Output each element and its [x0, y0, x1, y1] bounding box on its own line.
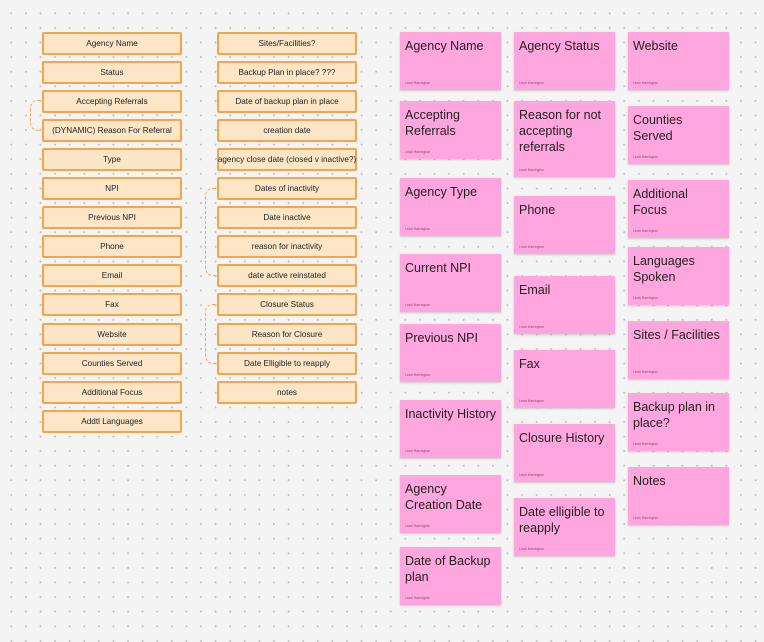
field-box[interactable]: (DYNAMIC) Reason For Referral [42, 119, 182, 142]
sticky-author: Leah Harrington [633, 516, 659, 520]
field-box[interactable]: Additional Focus [42, 381, 182, 404]
sticky-title: Additional Focus [633, 187, 688, 217]
sticky-title: Sites / Facilities [633, 328, 720, 342]
field-box[interactable]: NPI [42, 177, 182, 200]
field-box[interactable]: Date inactive [217, 206, 357, 229]
sticky-title: Counties Served [633, 113, 683, 143]
dashed-bracket [205, 304, 215, 364]
sticky-title: Agency Name [405, 39, 484, 53]
sticky-title: Previous NPI [405, 331, 478, 345]
sticky-author: Leah Harrington [519, 245, 545, 249]
sticky-note[interactable]: Current NPI Leah Harrington [400, 254, 501, 312]
sticky-note[interactable]: Agency Name Leah Harrington [400, 32, 501, 90]
sticky-note[interactable]: Agency Status Leah Harrington [514, 32, 615, 90]
sticky-author: Leah Harrington [633, 442, 659, 446]
sticky-note[interactable]: Agency Type Leah Harrington [400, 178, 501, 236]
field-box[interactable]: Agency Name [42, 32, 182, 55]
sticky-note[interactable]: Phone Leah Harrington [514, 196, 615, 254]
field-box[interactable]: date active reinstated [217, 264, 357, 287]
sticky-title: Email [519, 283, 551, 297]
sticky-title: Notes [633, 474, 666, 488]
sticky-note[interactable]: Website Leah Harrington [628, 32, 729, 90]
sticky-author: Leah Harrington [519, 168, 545, 172]
sticky-author: Leah Harrington [633, 370, 659, 374]
sticky-note[interactable]: Fax Leah Harrington [514, 350, 615, 408]
sticky-title: Backup plan in place? [633, 400, 716, 430]
sticky-title: Agency Status [519, 39, 600, 53]
sticky-title: Inactivity History [405, 407, 496, 421]
sticky-title: Agency Type [405, 185, 478, 199]
field-box[interactable]: creation date [217, 119, 357, 142]
field-box[interactable]: notes [217, 381, 357, 404]
sticky-note[interactable]: Reason for not accepting referrals Leah … [514, 101, 615, 177]
sticky-author: Leah Harrington [519, 399, 545, 403]
field-box[interactable]: Backup Plan in place? ??? [217, 61, 357, 84]
sticky-author: Leah Harrington [519, 473, 545, 477]
sticky-author: Leah Harrington [405, 227, 431, 231]
dashed-bracket [205, 188, 215, 276]
sticky-author: Leah Harrington [405, 449, 431, 453]
sticky-author: Leah Harrington [519, 81, 545, 85]
sticky-note[interactable]: Additional Focus Leah Harrington [628, 180, 729, 238]
sticky-title: Agency Creation Date [405, 482, 483, 512]
sticky-author: Leah Harrington [519, 547, 545, 551]
sticky-author: Leah Harrington [633, 296, 659, 300]
field-box[interactable]: agency close date (closed v inactive?) [217, 148, 357, 171]
sticky-note[interactable]: Email Leah Harrington [514, 276, 615, 334]
sticky-note[interactable]: Accepting Referrals Leah Harrington [400, 101, 501, 159]
sticky-author: Leah Harrington [405, 303, 431, 307]
sticky-note[interactable]: Date elligible to reapply Leah Harringto… [514, 498, 615, 556]
sticky-title: Website [633, 39, 678, 53]
sticky-note[interactable]: Closure History Leah Harrington [514, 424, 615, 482]
field-box[interactable]: Date Elligible to reapply [217, 352, 357, 375]
sticky-author: Leah Harrington [405, 596, 431, 600]
sticky-author: Leah Harrington [405, 524, 431, 528]
field-box[interactable]: Previous NPI [42, 206, 182, 229]
field-box[interactable]: Accepting Referrals [42, 90, 182, 113]
sticky-author: Leah Harrington [405, 150, 431, 154]
field-box[interactable]: Addtl Languages [42, 410, 182, 433]
sticky-note[interactable]: Date of Backup plan Leah Harrington [400, 547, 501, 605]
field-box[interactable]: Sites/Facilities? [217, 32, 357, 55]
sticky-note[interactable]: Sites / Facilities Leah Harrington [628, 321, 729, 379]
field-box[interactable]: Type [42, 148, 182, 171]
sticky-author: Leah Harrington [519, 325, 545, 329]
sticky-note[interactable]: Inactivity History Leah Harrington [400, 400, 501, 458]
sticky-author: Leah Harrington [633, 229, 659, 233]
field-box[interactable]: Date of backup plan in place [217, 90, 357, 113]
field-box[interactable]: Counties Served [42, 352, 182, 375]
dashed-bracket [30, 100, 40, 131]
sticky-title: Closure History [519, 431, 605, 445]
field-box[interactable]: Reason for Closure [217, 323, 357, 346]
sticky-note[interactable]: Backup plan in place? Leah Harrington [628, 393, 729, 451]
sticky-title: Date elligible to reapply [519, 505, 605, 535]
field-box[interactable]: Phone [42, 235, 182, 258]
field-box[interactable]: Website [42, 323, 182, 346]
sticky-note[interactable]: Counties Served Leah Harrington [628, 106, 729, 164]
field-box[interactable]: reason for inactivity [217, 235, 357, 258]
field-box[interactable]: Fax [42, 293, 182, 316]
sticky-title: Fax [519, 357, 540, 371]
field-box[interactable]: Email [42, 264, 182, 287]
field-box[interactable]: Status [42, 61, 182, 84]
sticky-author: Leah Harrington [633, 155, 659, 159]
sticky-note[interactable]: Languages Spoken Leah Harrington [628, 247, 729, 305]
sticky-title: Accepting Referrals [405, 108, 460, 138]
sticky-title: Languages Spoken [633, 254, 695, 284]
field-box[interactable]: Dates of inactivity [217, 177, 357, 200]
sticky-title: Date of Backup plan [405, 554, 491, 584]
sticky-author: Leah Harrington [633, 81, 659, 85]
field-box[interactable]: Closure Status [217, 293, 357, 316]
sticky-note[interactable]: Notes Leah Harrington [628, 467, 729, 525]
sticky-note[interactable]: Agency Creation Date Leah Harrington [400, 475, 501, 533]
sticky-title: Reason for not accepting referrals [519, 108, 601, 154]
sticky-title: Phone [519, 203, 556, 217]
sticky-author: Leah Harrington [405, 81, 431, 85]
sticky-author: Leah Harrington [405, 373, 431, 377]
sticky-title: Current NPI [405, 261, 471, 275]
sticky-note[interactable]: Previous NPI Leah Harrington [400, 324, 501, 382]
